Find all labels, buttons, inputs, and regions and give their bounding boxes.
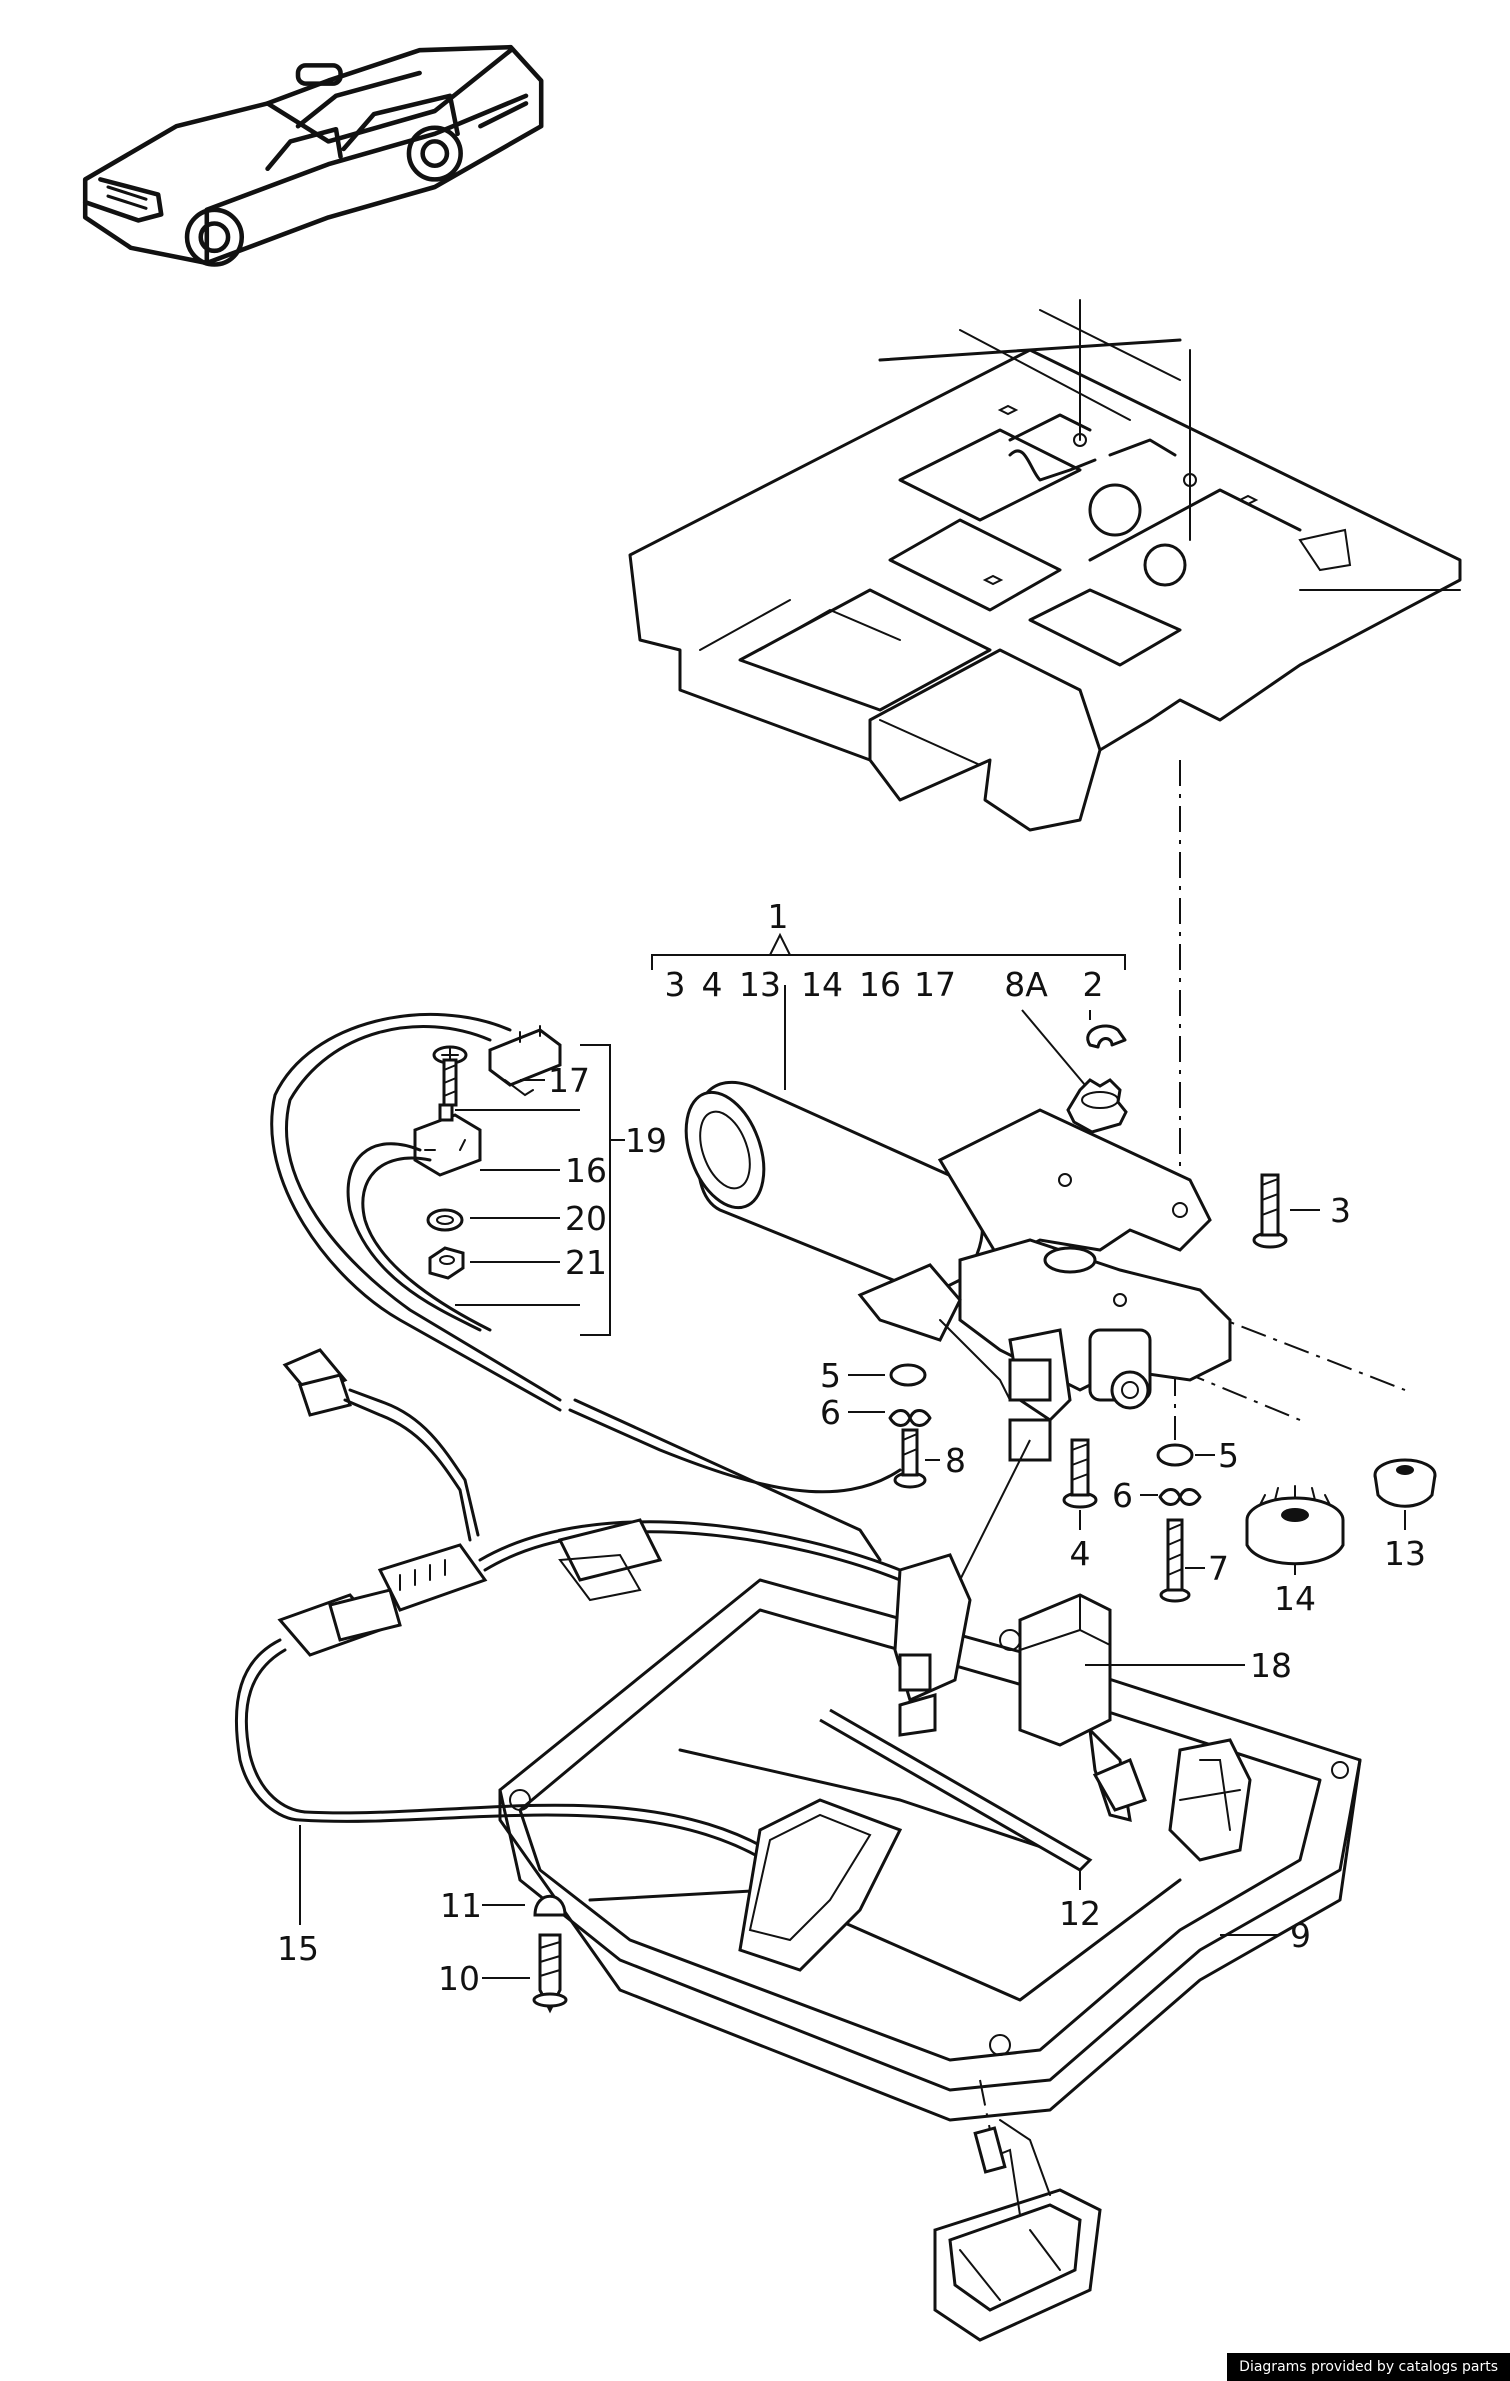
label-8a: 8A: [1004, 965, 1048, 1004]
diagram-credit: Diagrams provided by catalogs parts: [1227, 2353, 1510, 2381]
microswitch-17: [488, 1025, 562, 1097]
label-21: 21: [565, 1243, 607, 1282]
screw-17: [432, 1045, 468, 1107]
label-9: 9: [1290, 1916, 1311, 1955]
washer-5: [889, 1363, 927, 1387]
car-illustration: [82, 44, 544, 267]
roof-panel: [628, 299, 1462, 832]
switch-cable: [285, 1025, 562, 1402]
label-7: 7: [1208, 1549, 1229, 1588]
kit-label-17: 17: [914, 965, 956, 1004]
leader-lines: [299, 932, 1406, 1979]
screw-3: [1252, 1173, 1288, 1249]
label-10: 10: [438, 1959, 480, 1998]
part-labels: 1 3 4 13 14 16 17 8A 2 3 17 19 16 20 21 …: [277, 897, 1426, 1998]
small-drive-gear: [1066, 1078, 1128, 1134]
switch-connector: [893, 1553, 972, 1737]
kit-label-3: 3: [665, 965, 686, 1004]
kit-label-4: 4: [702, 965, 723, 1004]
housing-tray-9: [498, 1518, 1362, 2122]
drive-gear-small: [1373, 1458, 1437, 1508]
label-13: 13: [1384, 1534, 1426, 1573]
label-19: 19: [625, 1121, 667, 1160]
label-5-right: 5: [1218, 1436, 1239, 1475]
label-8: 8: [945, 1441, 966, 1480]
label-3: 3: [1330, 1191, 1351, 1230]
spring-washer-6: [1158, 1488, 1202, 1506]
label-5-left: 5: [820, 1356, 841, 1395]
label-18: 18: [1250, 1646, 1292, 1685]
cap-11: [533, 1894, 567, 1917]
label-20: 20: [565, 1199, 607, 1238]
label-6-left: 6: [820, 1393, 841, 1432]
wiring-harness: [234, 1348, 902, 1872]
kit-label-13: 13: [739, 965, 781, 1004]
tray-clip: [1092, 1758, 1147, 1812]
microswitch-16: [413, 1103, 482, 1177]
kit-label-16: 16: [859, 965, 901, 1004]
label-11: 11: [440, 1886, 482, 1925]
label-2: 2: [1083, 965, 1104, 1004]
sunroof-motor-assembly: [684, 1080, 1232, 1462]
label-6-right: 6: [1112, 1476, 1133, 1515]
label-15: 15: [277, 1929, 319, 1968]
label-14: 14: [1274, 1579, 1316, 1618]
washer-5: [1156, 1443, 1194, 1467]
drive-gear-large: [1245, 1485, 1345, 1566]
screw-10: [532, 1933, 568, 2014]
nut-20: [426, 1208, 464, 1232]
screw-8: [893, 1428, 927, 1489]
sunroof-panel-on-car: [295, 63, 343, 86]
label-17: 17: [548, 1061, 590, 1100]
label-12: 12: [1059, 1894, 1101, 1933]
kit-label-14: 14: [801, 965, 843, 1004]
screw-7: [1159, 1518, 1191, 1603]
label-1: 1: [768, 897, 789, 936]
circlip: [1086, 1024, 1127, 1049]
label-16: 16: [565, 1151, 607, 1190]
control-unit-18: [999, 1593, 1112, 1747]
screw-4: [1062, 1438, 1098, 1509]
spring-washer-6: [888, 1409, 932, 1427]
label-4: 4: [1070, 1534, 1091, 1573]
rocker-switch: [933, 2119, 1102, 2342]
